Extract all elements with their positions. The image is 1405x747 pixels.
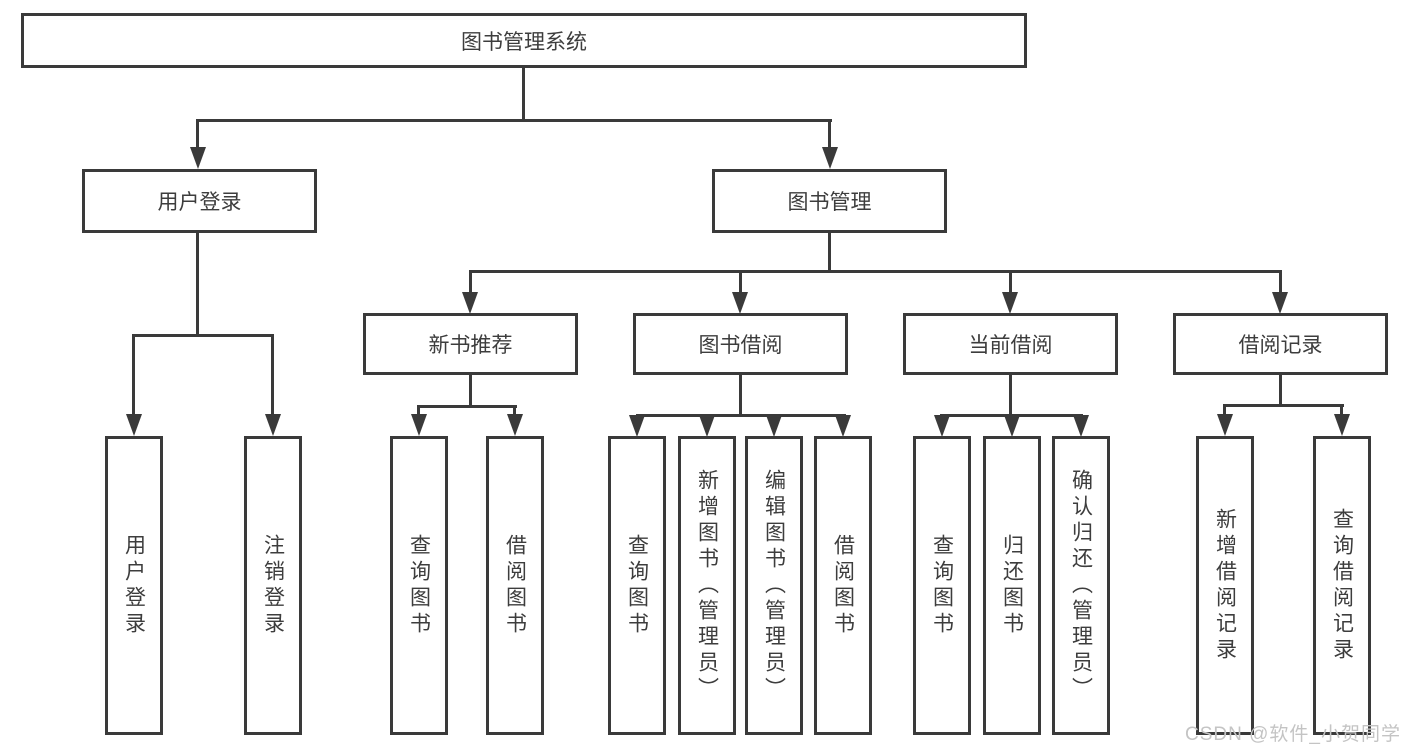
node-book-borrowing: 图书借阅 bbox=[633, 313, 848, 375]
node-label: 查询图书 bbox=[625, 533, 649, 638]
connector-line bbox=[1340, 404, 1343, 417]
node-user-login: 用户登录 bbox=[82, 169, 317, 233]
arrow-down-icon bbox=[265, 414, 281, 436]
leaf-user-login: 用户登录 bbox=[105, 436, 163, 735]
node-root: 图书管理系统 bbox=[21, 13, 1027, 68]
node-label: 新增图书（管理员） bbox=[695, 468, 719, 703]
connector-line bbox=[469, 270, 472, 296]
arrow-down-icon bbox=[699, 415, 715, 437]
arrow-down-icon bbox=[629, 415, 645, 437]
connector-line bbox=[196, 119, 832, 122]
connector-line bbox=[739, 373, 742, 417]
node-label: 注销登录 bbox=[261, 533, 285, 638]
leaf-return-books: 归还图书 bbox=[983, 436, 1041, 735]
leaf-logout: 注销登录 bbox=[244, 436, 302, 735]
leaf-query-books-2: 查询图书 bbox=[608, 436, 666, 735]
leaf-borrow-books-2: 借阅图书 bbox=[814, 436, 872, 735]
leaf-add-borrow-record: 新增借阅记录 bbox=[1196, 436, 1254, 735]
leaf-query-books-3: 查询图书 bbox=[913, 436, 971, 735]
node-label: 查询图书 bbox=[407, 533, 431, 638]
csdn-watermark: CSDN @软件_小贺同学 bbox=[1185, 724, 1401, 745]
connector-line bbox=[513, 405, 516, 417]
node-label: 借阅记录 bbox=[1238, 334, 1323, 357]
connector-line bbox=[828, 231, 831, 272]
connector-line bbox=[1009, 270, 1012, 296]
leaf-edit-books-admin: 编辑图书（管理员） bbox=[745, 436, 803, 735]
arrow-down-icon bbox=[766, 415, 782, 437]
connector-line bbox=[1279, 270, 1282, 296]
leaf-confirm-return-admin: 确认归还（管理员） bbox=[1052, 436, 1110, 735]
connector-line bbox=[636, 414, 846, 417]
node-label: 借阅图书 bbox=[503, 533, 527, 638]
node-current-borrowing: 当前借阅 bbox=[903, 313, 1118, 375]
arrow-down-icon bbox=[1334, 414, 1350, 436]
connector-line bbox=[1279, 373, 1282, 407]
arrow-down-icon bbox=[1002, 292, 1018, 314]
node-book-management: 图书管理 bbox=[712, 169, 947, 233]
arrow-down-icon bbox=[126, 414, 142, 436]
node-label: 查询图书 bbox=[930, 533, 954, 638]
connector-line bbox=[1223, 404, 1344, 407]
arrow-down-icon bbox=[190, 147, 206, 169]
arrow-down-icon bbox=[462, 292, 478, 314]
arrow-down-icon bbox=[835, 415, 851, 437]
connector-line bbox=[828, 119, 831, 151]
node-label: 归还图书 bbox=[1000, 533, 1024, 638]
arrow-down-icon bbox=[1272, 292, 1288, 314]
arrow-down-icon bbox=[1217, 414, 1233, 436]
node-label: 图书管理系统 bbox=[461, 30, 587, 54]
node-borrow-records: 借阅记录 bbox=[1173, 313, 1388, 375]
connector-line bbox=[271, 334, 274, 416]
connector-line bbox=[739, 270, 742, 296]
connector-line bbox=[132, 334, 274, 337]
leaf-query-books-1: 查询图书 bbox=[390, 436, 448, 735]
arrow-down-icon bbox=[1004, 415, 1020, 437]
connector-line bbox=[1223, 404, 1226, 417]
node-new-book-recommend: 新书推荐 bbox=[363, 313, 578, 375]
leaf-borrow-books-1: 借阅图书 bbox=[486, 436, 544, 735]
arrow-down-icon bbox=[1073, 415, 1089, 437]
node-label: 当前借阅 bbox=[968, 334, 1053, 357]
connector-line bbox=[1009, 373, 1012, 417]
connector-line bbox=[196, 231, 199, 336]
node-label: 图书借阅 bbox=[698, 334, 783, 357]
arrow-down-icon bbox=[822, 147, 838, 169]
node-label: 新书推荐 bbox=[428, 334, 513, 357]
connector-line bbox=[196, 119, 199, 151]
node-label: 编辑图书（管理员） bbox=[762, 468, 786, 703]
node-label: 用户登录 bbox=[122, 533, 146, 638]
leaf-query-borrow-record: 查询借阅记录 bbox=[1313, 436, 1371, 735]
node-label: 确认归还（管理员） bbox=[1069, 468, 1093, 703]
connector-line bbox=[417, 405, 420, 417]
arrow-down-icon bbox=[507, 414, 523, 436]
leaf-add-books-admin: 新增图书（管理员） bbox=[678, 436, 736, 735]
node-label: 图书管理 bbox=[787, 191, 872, 214]
node-label: 用户登录 bbox=[157, 191, 242, 214]
connector-line bbox=[417, 405, 517, 408]
arrow-down-icon bbox=[732, 292, 748, 314]
connector-line bbox=[132, 334, 135, 416]
node-label: 新增借阅记录 bbox=[1213, 507, 1237, 664]
arrow-down-icon bbox=[411, 414, 427, 436]
connector-line bbox=[522, 66, 525, 122]
node-label: 借阅图书 bbox=[831, 533, 855, 638]
connector-line bbox=[469, 270, 1282, 273]
arrow-down-icon bbox=[934, 415, 950, 437]
node-label: 查询借阅记录 bbox=[1330, 507, 1354, 664]
connector-line bbox=[469, 373, 472, 408]
